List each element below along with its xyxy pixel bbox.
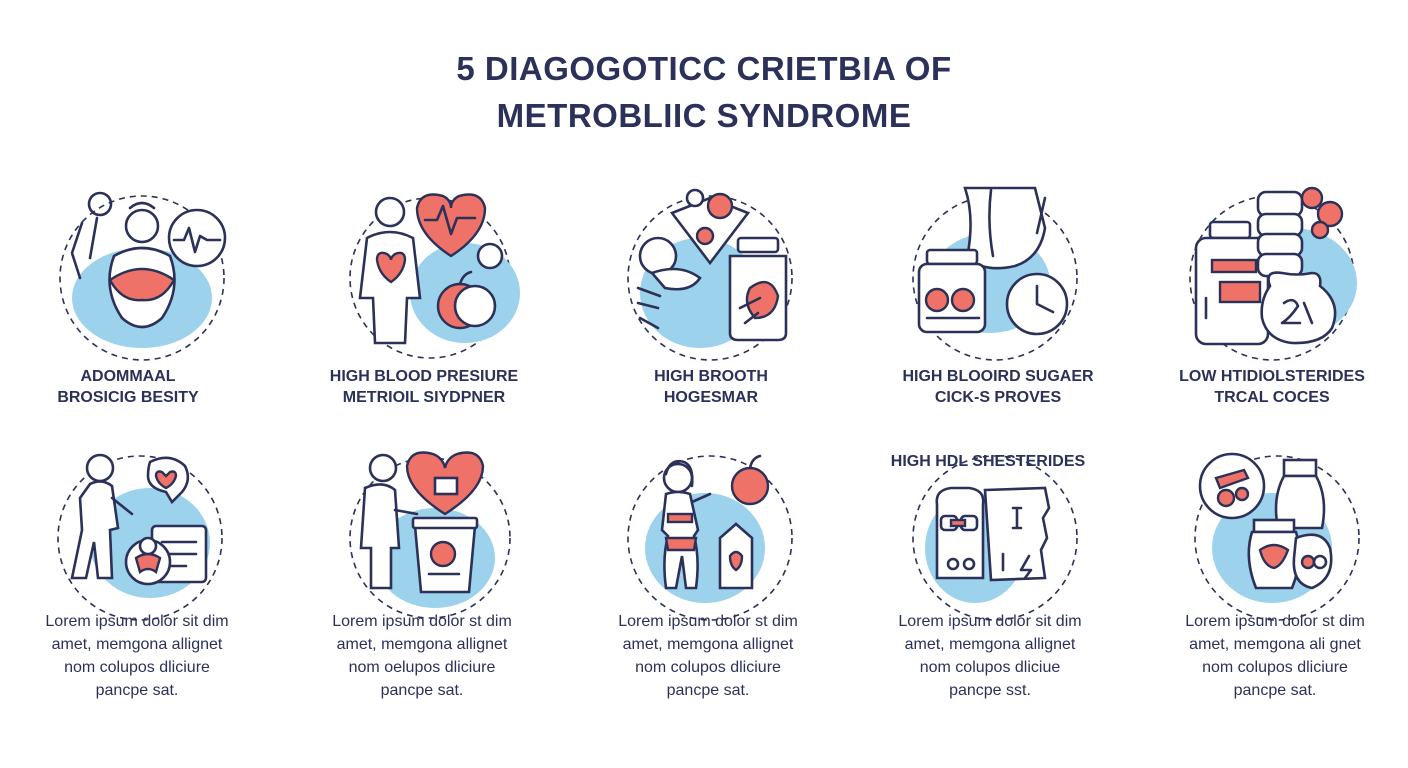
scan-document-icon (895, 438, 1095, 638)
description-1-line-3: nom colupos dliciure (64, 659, 210, 676)
description-4-line-3: nom colupos dliciue (919, 659, 1061, 676)
description-4-line-2: amet, memgona allignet (904, 636, 1076, 653)
description-5-line-1: Lorem ipsum dolor st dim (1185, 613, 1365, 630)
abdominal-obesity-icon (42, 178, 242, 378)
bottle-capsules-icon (1172, 178, 1372, 378)
description-1-line-2: amet, memgona allignet (51, 636, 223, 653)
lungs-jar-icon (610, 178, 810, 378)
description-5-line-2: amet, memgona ali gnet (1189, 636, 1361, 653)
criterion-2-line-1: HIGH BLOOD PRESIURE (329, 368, 519, 385)
description-4: Lorem ipsum dolor sit dim amet, memgona … (870, 610, 1110, 702)
page-title-line-2: METROBLIIC SYNDROME (496, 97, 912, 134)
criterion-4-line-1: HIGH BLOOIRD SUGAER (902, 368, 1094, 385)
description-5-line-3: nom colupos dliciure (1202, 659, 1348, 676)
description-1-line-4: pancpe sat. (95, 682, 179, 699)
description-2-line-3: nom oelupos dliciure (348, 659, 496, 676)
woman-apple-icon (610, 438, 810, 638)
description-2-line-2: amet, memgona allignet (336, 636, 508, 653)
criterion-3-line-1: HIGH BROOTH (654, 368, 768, 385)
sugar-jar-clock-icon (895, 178, 1095, 378)
criterion-4-line-2: CICK-S PROVES (934, 389, 1062, 406)
criterion-1-line-2: BROSICIG BESITY (57, 389, 199, 406)
description-4-line-4: pancpe sst. (949, 682, 1031, 699)
criterion-label-1: ADOMMAAL BROSICIG BESITY (0, 366, 258, 408)
description-1: Lorem ipsum dolor sit dim amet, memgona … (17, 610, 257, 702)
description-4-line-1: Lorem ipsum dolor sit dim (898, 613, 1082, 630)
description-1-line-1: Lorem ipsum dolor sit dim (45, 613, 229, 630)
criterion-label-3: HIGH BROOTH HOGESMAR (581, 366, 841, 408)
heart-pressure-icon (325, 178, 525, 378)
description-3-line-2: amet, memgona allignet (622, 636, 794, 653)
page-title-line-1: 5 DIAGOGOTICC CRIETBIA OF (456, 50, 952, 87)
criterion-1-line-1: ADOMMAAL (80, 368, 176, 385)
criterion-5-line-2: TRCAL COCES (1214, 389, 1330, 406)
description-3-line-3: nom colupos dliciure (635, 659, 781, 676)
criterion-2-line-2: METRIOIL SIYDPNER (342, 389, 506, 406)
criterion-label-2: HIGH BLOOD PRESIURE METRIOIL SIYDPNER (294, 366, 554, 408)
person-heart-bin-icon (325, 438, 525, 638)
row2-heading: HIGH HDL SHESTERIDES (890, 453, 1086, 470)
petri-dish-bottles-icon (1172, 438, 1372, 638)
description-5-line-4: pancpe sat. (1233, 682, 1317, 699)
description-2-line-4: pancpe sat. (380, 682, 464, 699)
description-2: Lorem ipsum dolor st dim amet, memgona a… (302, 610, 542, 702)
description-3-line-1: Lorem ipsum dolor st dim (618, 613, 798, 630)
description-3-line-4: pancpe sat. (666, 682, 750, 699)
description-2-line-1: Lorem ipsum dolor st dim (332, 613, 512, 630)
criterion-label-5: LOW HTIDIOLSTERIDES TRCAL COCES (1142, 366, 1402, 408)
criterion-label-4: HIGH BLOOIRD SUGAER CICK-S PROVES (868, 366, 1128, 408)
description-3: Lorem ipsum dolor st dim amet, memgona a… (588, 610, 828, 702)
criterion-5-line-1: LOW HTIDIOLSTERIDES (1179, 368, 1365, 385)
description-5: Lorem ipsum dolor st dim amet, memgona a… (1155, 610, 1395, 702)
criterion-3-line-2: HOGESMAR (663, 389, 759, 406)
walking-person-heart-icon (40, 438, 240, 638)
